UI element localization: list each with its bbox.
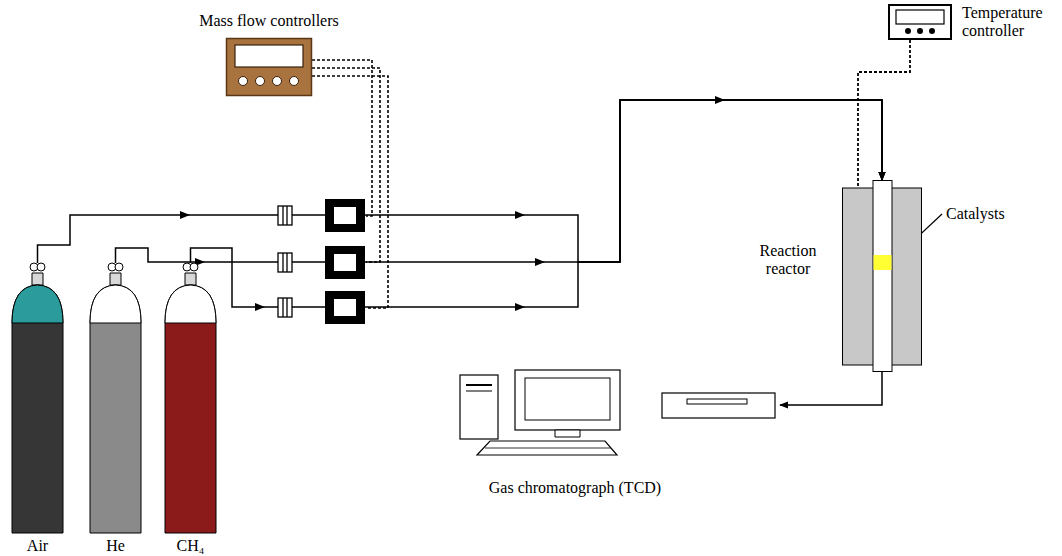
gas-line xyxy=(191,100,883,307)
control-wire xyxy=(858,40,910,188)
gas-line xyxy=(780,372,882,405)
gas-line xyxy=(38,100,883,262)
node-label: Temperature controller xyxy=(962,4,1060,40)
controller-box-shape xyxy=(888,4,952,40)
controller-box: Temperature controller xyxy=(888,4,952,40)
gas-cylinder: Air xyxy=(10,255,65,555)
mfc-unit xyxy=(325,199,365,324)
gas-cylinder: CH₄ xyxy=(163,255,218,555)
gas-cylinder-shape xyxy=(10,255,65,555)
node-label: Reaction reactor xyxy=(752,242,824,278)
controller-box: Mass flow controllers xyxy=(226,38,312,96)
node-label: Air xyxy=(0,537,75,555)
flow-arrow xyxy=(180,96,725,311)
gas-cylinder: He xyxy=(88,255,143,555)
node-label: Gas chromatograph (TCD) xyxy=(455,479,695,497)
valve-symbol xyxy=(278,206,292,317)
reactor: Reaction reactor xyxy=(842,180,922,372)
reactor-shape xyxy=(842,180,922,372)
control-wires xyxy=(312,60,388,308)
gas-chromatograph: Gas chromatograph (TCD) xyxy=(455,365,780,505)
controller-box-shape xyxy=(226,38,312,96)
gas-line xyxy=(116,100,883,262)
part-label: Catalysts xyxy=(946,205,1005,223)
node-label: CH₄ xyxy=(153,537,228,555)
gas-cylinder-shape xyxy=(88,255,143,555)
node-label: Mass flow controllers xyxy=(166,12,372,30)
node-label: He xyxy=(78,537,153,555)
gas-cylinder-shape xyxy=(163,255,218,555)
